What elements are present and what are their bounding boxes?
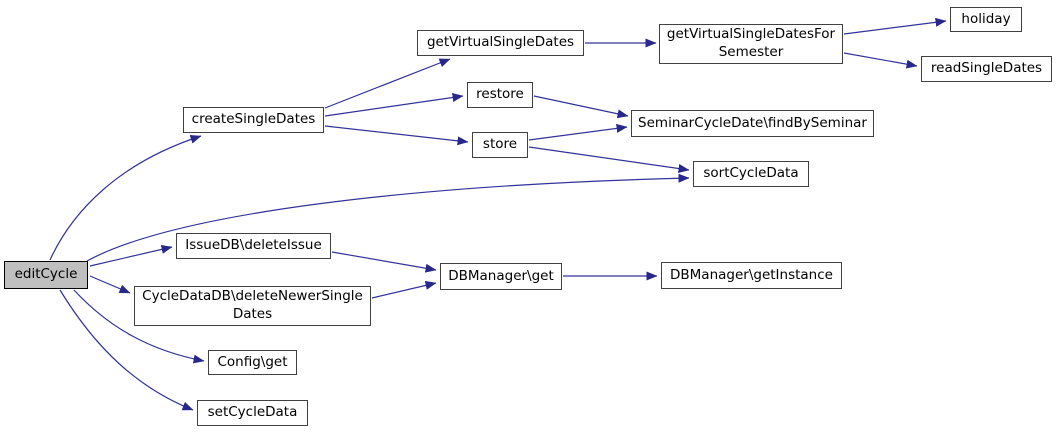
node-holiday[interactable]: holiday (950, 7, 1022, 32)
edge-editCycle-createSingleDates (49, 134, 202, 261)
edge-deleteNewerSingleDates-dbmanager-get (371, 281, 437, 299)
edge-store-sortCycleData (528, 146, 690, 173)
edge-editCycle-deleteIssue (89, 244, 173, 267)
edge-editCycle-deleteNewerSingleDates (89, 275, 131, 294)
node-createSingleDates[interactable]: createSingleDates (183, 107, 324, 133)
edge-forSemester-holiday (843, 17, 947, 35)
edge-forSemester-readSingleDates (843, 52, 918, 69)
edge-createSingleDates-getVirtualSingleDates (324, 58, 451, 109)
edge-createSingleDates-store (324, 125, 469, 146)
node-config-get[interactable]: Config\get (208, 350, 297, 375)
node-setCycleData[interactable]: setCycleData (197, 400, 308, 426)
edge-createSingleDates-restore (324, 93, 464, 117)
node-getVirtualSingleDatesForSemester[interactable]: getVirtualSingleDatesFor Semester (659, 24, 843, 64)
node-editCycle: editCycle (4, 261, 88, 289)
node-readSingleDates[interactable]: readSingleDates (921, 56, 1052, 82)
node-restore[interactable]: restore (467, 82, 533, 108)
node-issueDB-deleteIssue[interactable]: IssueDB\deleteIssue (176, 233, 331, 259)
node-store[interactable]: store (472, 132, 528, 158)
edge-editCycle-setCycleData (59, 289, 194, 411)
node-dbManager-get[interactable]: DBManager\get (440, 263, 562, 290)
edge-deleteIssue-dbmanager-get (331, 251, 437, 273)
node-dbManager-getInstance[interactable]: DBManager\getInstance (661, 262, 842, 289)
edge-store-findBySeminar (528, 123, 628, 141)
node-getVirtualSingleDates[interactable]: getVirtualSingleDates (417, 30, 584, 56)
edge-editCycle-config-get (73, 289, 205, 364)
node-cycleDataDB-deleteNewerSingleDates[interactable]: CycleDataDB\deleteNewerSingle Dates (134, 286, 371, 326)
node-sortCycleData[interactable]: sortCycleData (693, 161, 809, 187)
edge-restore-findBySeminar (533, 95, 629, 119)
node-seminarCycleDate-findBySeminar[interactable]: SeminarCycleDate\findBySeminar (631, 110, 874, 137)
edge-editCycle-sortCycleData (86, 173, 690, 262)
